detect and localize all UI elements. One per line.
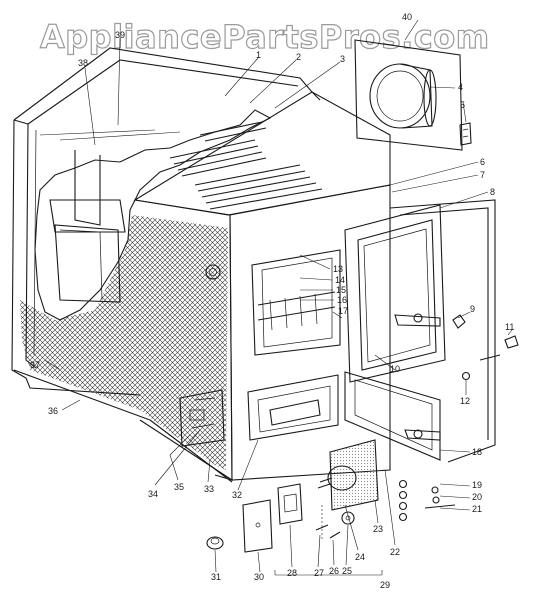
label-14: 14 — [335, 275, 345, 285]
label-26: 26 — [329, 566, 339, 576]
small-parts — [206, 335, 519, 553]
label-22: 22 — [390, 547, 400, 557]
knob-31 — [206, 536, 224, 550]
label-39: 39 — [115, 30, 125, 40]
oven-cavity — [251, 249, 341, 356]
control-plate — [179, 389, 225, 447]
label-21: 21 — [472, 504, 482, 514]
label-10: 10 — [390, 364, 400, 374]
watermark: AppliancePartsPros.com — [40, 18, 490, 56]
label-19: 19 — [472, 480, 482, 490]
label-32: 32 — [232, 490, 242, 500]
control-knob — [205, 264, 221, 280]
label-31: 31 — [211, 572, 221, 582]
label-2: 2 — [296, 52, 301, 62]
panel-23 — [329, 439, 379, 511]
label-27: 27 — [314, 568, 324, 578]
oven-door — [344, 199, 496, 463]
label-30: 30 — [254, 572, 264, 582]
label-11: 11 — [505, 322, 514, 332]
label-29: 29 — [380, 580, 390, 590]
label-13: 13 — [333, 264, 343, 274]
label-5: 5 — [460, 100, 465, 110]
label-15: 15 — [336, 285, 346, 295]
label-24: 24 — [355, 552, 365, 562]
label-28: 28 — [287, 568, 297, 578]
label-34: 34 — [148, 489, 158, 499]
label-25: 25 — [342, 566, 352, 576]
label-16: 16 — [337, 295, 347, 305]
valve-24 — [327, 465, 357, 491]
label-17: 17 — [338, 306, 348, 316]
label-4: 4 — [458, 82, 463, 92]
label-36: 36 — [48, 406, 58, 416]
cabinet-body — [11, 47, 391, 483]
label-35: 35 — [174, 482, 184, 492]
label-38: 38 — [78, 58, 88, 68]
label-12: 12 — [460, 396, 470, 406]
wire-mesh — [20, 215, 228, 470]
top-louvers — [169, 121, 323, 210]
label-3: 3 — [340, 54, 345, 64]
label-37: 37 — [30, 360, 40, 370]
label-9: 9 — [470, 304, 475, 314]
label-23: 23 — [373, 524, 383, 534]
label-6: 6 — [480, 157, 485, 167]
part-labels: 1 2 3 4 5 6 7 8 9 10 11 12 13 14 15 16 1… — [30, 12, 514, 590]
label-20: 20 — [472, 492, 482, 502]
label-33: 33 — [204, 484, 214, 494]
leader-lines — [39, 19, 513, 576]
broiler-cavity — [247, 374, 339, 441]
bracket-28 — [277, 483, 303, 525]
label-1: 1 — [256, 50, 261, 60]
label-7: 7 — [480, 170, 485, 180]
plate-30 — [242, 499, 273, 553]
broiler-door — [344, 371, 441, 461]
label-40: 40 — [402, 12, 412, 22]
label-18: 18 — [472, 447, 482, 457]
label-8: 8 — [490, 187, 495, 197]
back-panel-assembly — [354, 39, 472, 151]
